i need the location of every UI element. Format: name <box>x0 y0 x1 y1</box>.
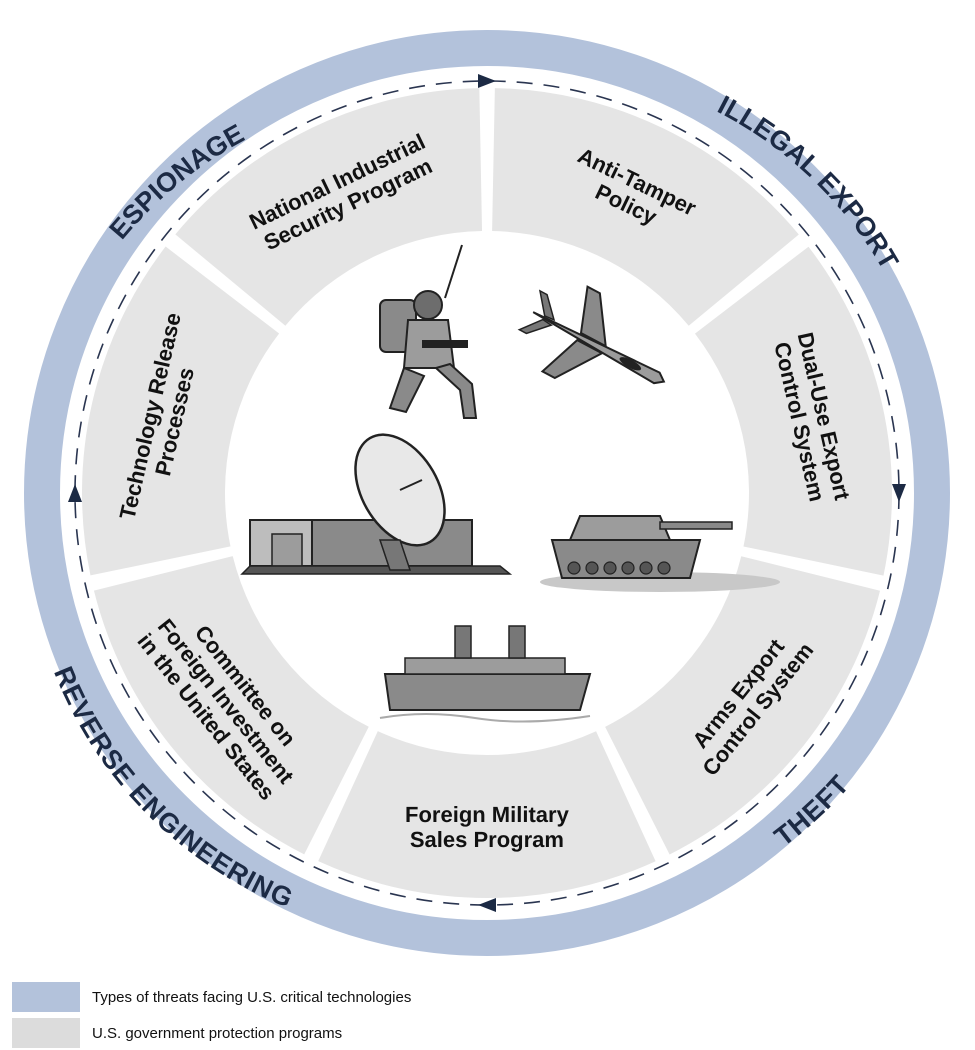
legend-swatch-programs <box>12 1018 80 1048</box>
fighter-jet-icon <box>517 285 666 385</box>
legend-programs: U.S. government protection programs <box>12 1016 342 1050</box>
program-label-line: Foreign Military <box>405 802 570 827</box>
program-segments <box>81 88 892 898</box>
legend-threats: Types of threats facing U.S. critical te… <box>12 980 411 1014</box>
segment-dual-use <box>694 246 892 576</box>
segment-anti-tamper <box>492 88 799 326</box>
legend-label-programs: U.S. government protection programs <box>92 1024 343 1042</box>
segment-tech-release <box>81 246 280 576</box>
flow-arrow-icon <box>892 484 906 502</box>
threat-protection-diagram: ESPIONAGE ILLEGAL EXPORT THEFT REVERSE E… <box>24 30 950 956</box>
flow-arrow-icon <box>478 74 496 88</box>
satellite-dish-icon <box>240 433 513 575</box>
flow-arrow-icon <box>478 898 496 912</box>
threat-ring <box>24 30 950 956</box>
segment-arms-export <box>605 556 881 855</box>
legend-label-threats: Types of threats facing U.S. critical te… <box>92 988 412 1006</box>
soldier-icon <box>379 244 478 419</box>
segment-cfius <box>93 556 369 855</box>
segment-nisp <box>175 88 483 326</box>
flow-arrow-icon <box>68 484 82 502</box>
ship-icon <box>379 625 592 723</box>
tank-icon <box>540 515 780 592</box>
program-label-line: Sales Program <box>410 827 564 852</box>
segment-fms <box>318 731 656 898</box>
flow-arrows <box>68 74 906 912</box>
legend-swatch-threats <box>12 982 80 1012</box>
